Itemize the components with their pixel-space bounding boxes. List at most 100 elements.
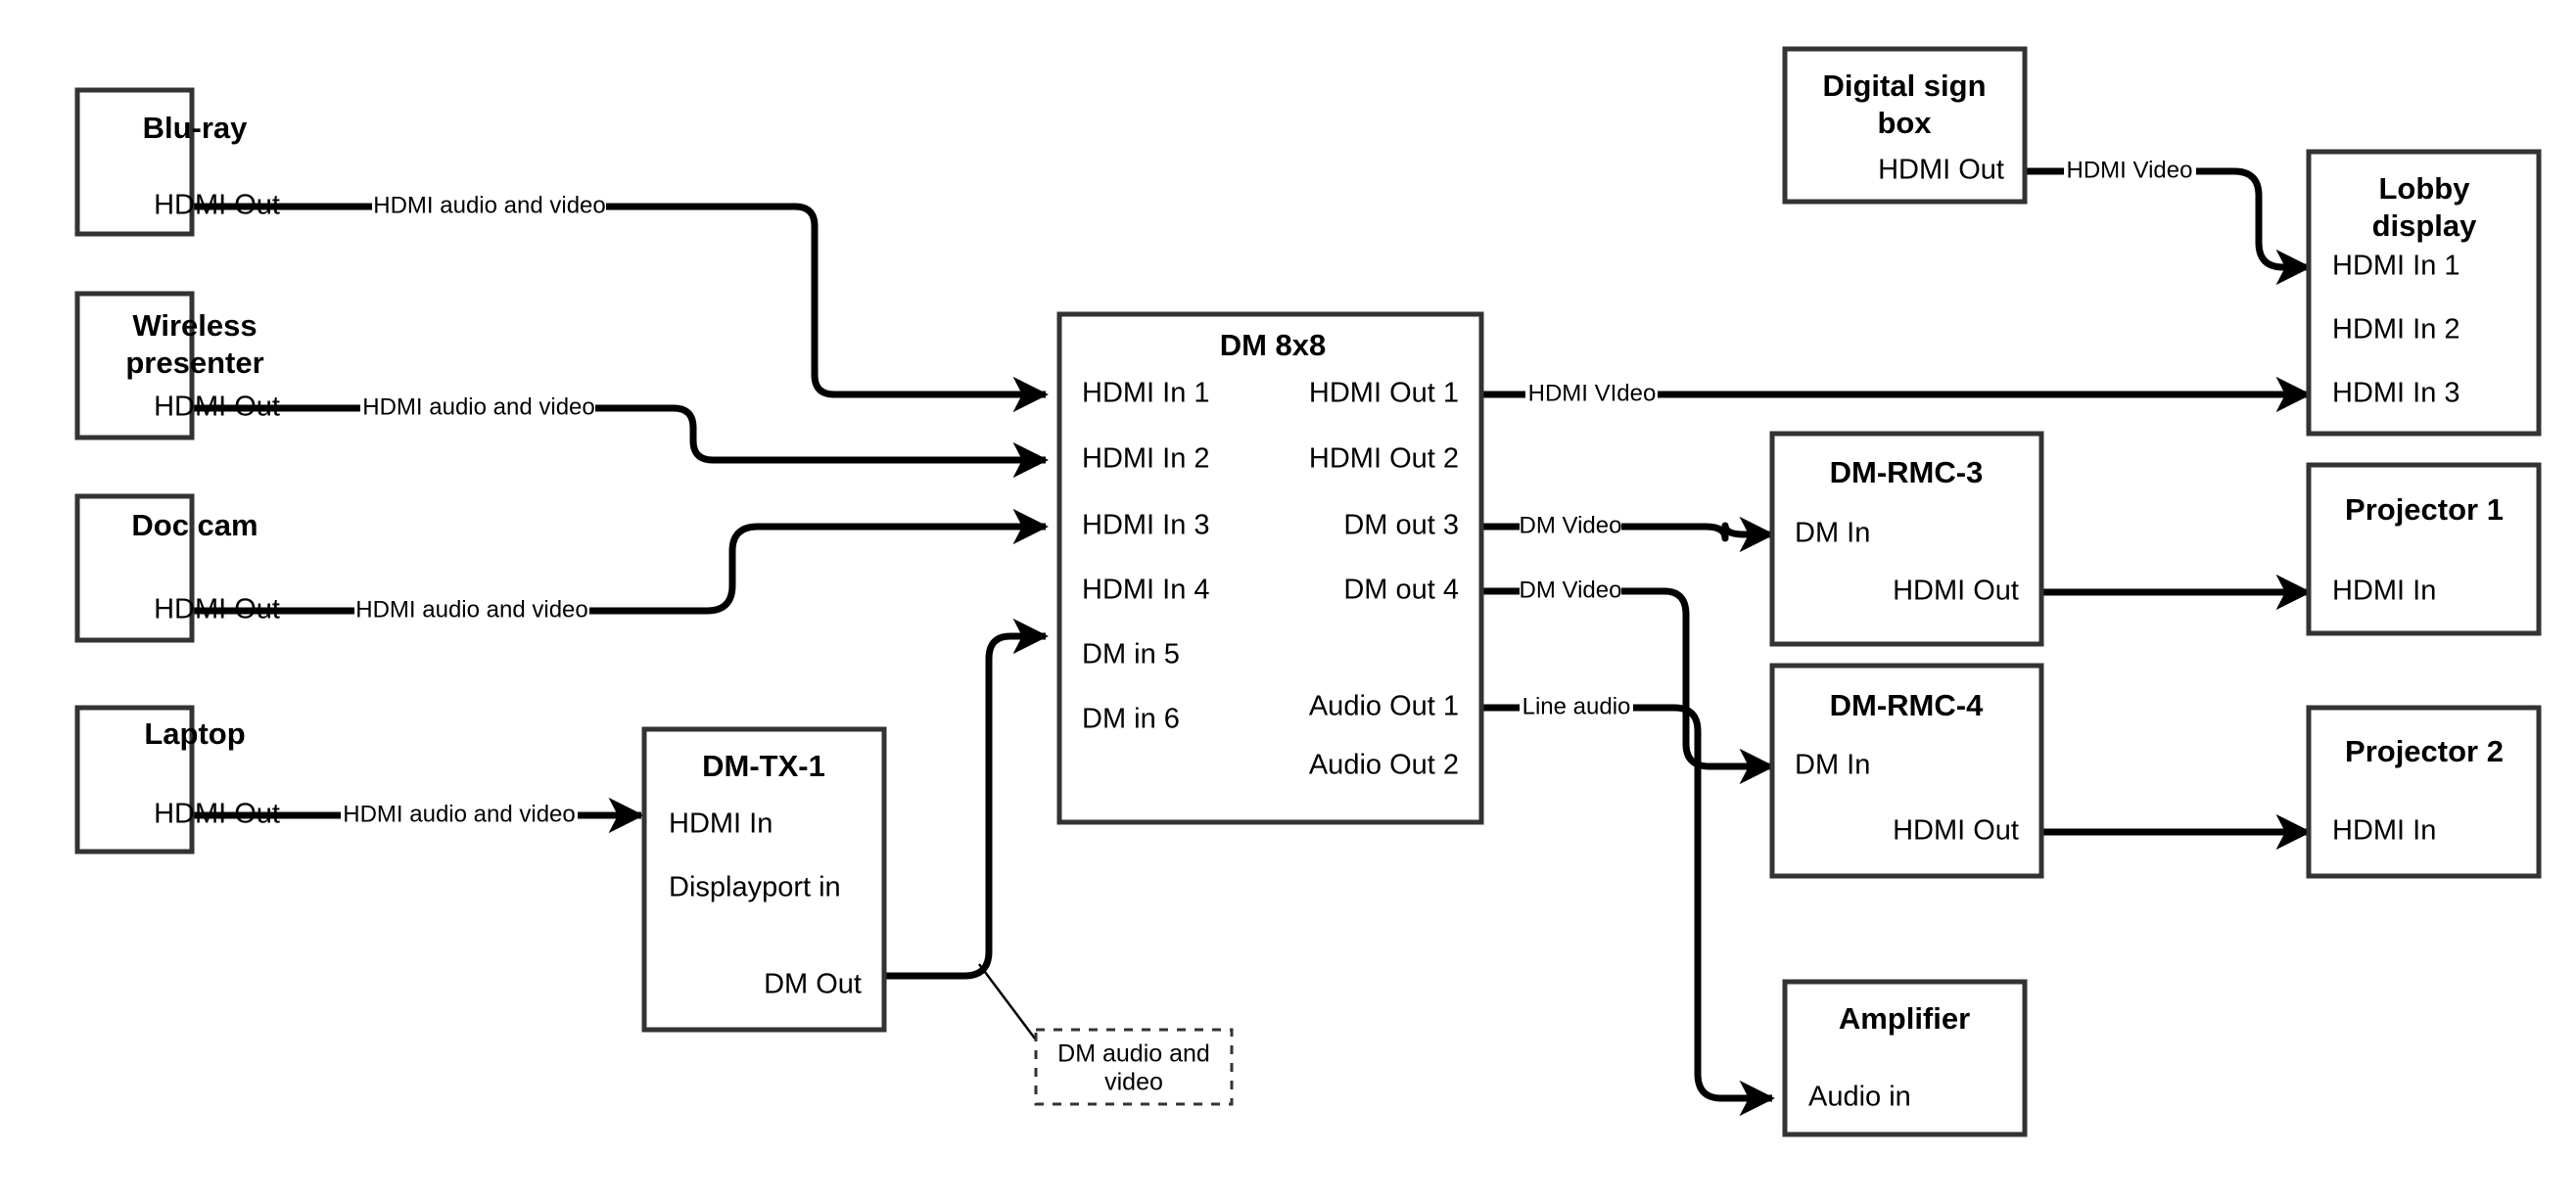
node-digital-sign-box[interactable]: Digital sign box HDMI Out bbox=[1782, 46, 2028, 205]
node-projector-1[interactable]: Projector 1 HDMI In bbox=[2306, 462, 2542, 636]
node-dm8x8-input-6: DM in 6 bbox=[1082, 704, 1180, 735]
node-amplifier-port-audio-in: Audio in bbox=[1808, 1082, 1911, 1113]
node-dmtx1-title: DM-TX-1 bbox=[702, 749, 825, 783]
edge-segment bbox=[1621, 516, 1775, 553]
node-laptop-box[interactable] bbox=[74, 705, 195, 855]
node-digitalsign-port-hdmi-out: HDMI Out bbox=[1878, 155, 2004, 186]
node-dm-rmc-3[interactable]: DM-RMC-3 DM In HDMI Out bbox=[1769, 431, 2044, 647]
node-projector2-title: Projector 2 bbox=[2345, 734, 2504, 768]
node-bluray-port-hdmi-out: HDMI Out bbox=[154, 190, 280, 221]
node-lobby-input-3: HDMI In 3 bbox=[2332, 378, 2460, 409]
node-projector2-port-hdmi-in: HDMI In bbox=[2332, 815, 2436, 847]
node-projector1-box[interactable] bbox=[2306, 462, 2542, 636]
node-dm8x8-input-1: HDMI In 1 bbox=[1082, 378, 1210, 409]
edge-label-hdmi-video-sign: HDMI Video bbox=[2067, 157, 2193, 183]
edge-label-doccam: HDMI audio and video bbox=[355, 596, 587, 623]
node-doc-cam[interactable]: Doc cam HDMI Out bbox=[74, 493, 280, 643]
edge-label-laptop: HDMI audio and video bbox=[343, 801, 575, 827]
node-dm-rmc-4[interactable]: DM-RMC-4 DM In HDMI Out bbox=[1769, 663, 2044, 879]
callout-dm-audio-and-video: DM audio and video bbox=[1034, 1028, 1234, 1106]
node-dm8x8-output-5: Audio Out 1 bbox=[1309, 691, 1459, 722]
callout-label-line2: video bbox=[1104, 1069, 1163, 1096]
node-lobby-title-line1: Lobby bbox=[2379, 171, 2471, 206]
node-dm-tx-1[interactable]: DM-TX-1 HDMI In Displayport in DM Out bbox=[641, 726, 887, 1033]
node-bluray-box[interactable] bbox=[74, 87, 195, 237]
node-projector1-title: Projector 1 bbox=[2345, 492, 2504, 527]
edge-label-bluray: HDMI audio and video bbox=[373, 192, 605, 218]
node-dmrmc3-port-hdmi-out: HDMI Out bbox=[1893, 576, 2019, 607]
node-lobby-input-1: HDMI In 1 bbox=[2332, 251, 2460, 282]
node-wireless-box[interactable] bbox=[74, 291, 195, 440]
node-dm-8x8[interactable]: DM 8x8 HDMI In 1 HDMI In 2 HDMI In 3 HDM… bbox=[1056, 311, 1484, 825]
edge-segment bbox=[606, 203, 1049, 413]
node-dm8x8-input-3: HDMI In 3 bbox=[1082, 510, 1210, 541]
node-bluray-title: Blu-ray bbox=[143, 111, 249, 145]
node-lobby-box[interactable] bbox=[2306, 149, 2542, 437]
node-dm8x8-output-1: HDMI Out 1 bbox=[1309, 378, 1459, 409]
node-dmtx1-box[interactable] bbox=[641, 726, 887, 1033]
node-amplifier-title: Amplifier bbox=[1839, 1001, 1970, 1036]
node-dm8x8-output-3: DM out 3 bbox=[1343, 510, 1459, 541]
node-dm8x8-output-2: HDMI Out 2 bbox=[1309, 443, 1459, 475]
node-digitalsign-title-line1: Digital sign bbox=[1822, 69, 1986, 103]
node-dmrmc4-port-dm-in: DM In bbox=[1795, 750, 1870, 781]
node-dmrmc4-port-hdmi-out: HDMI Out bbox=[1893, 815, 2019, 847]
edge-segment bbox=[2196, 167, 2312, 286]
edge-label-wireless: HDMI audio and video bbox=[362, 393, 594, 420]
node-wireless-title-line1: Wireless bbox=[132, 308, 257, 343]
edge-segment bbox=[884, 618, 1049, 980]
edge-laptop-to-dmtx1: HDMI audio and video bbox=[192, 797, 644, 834]
edge-dm8x8-audio1-to-amp: Line audio bbox=[1481, 693, 1775, 1117]
node-doccam-port-hdmi-out: HDMI Out bbox=[154, 594, 280, 625]
node-dmrmc3-title: DM-RMC-3 bbox=[1830, 455, 1984, 489]
node-wireless-title-line2: presenter bbox=[125, 346, 263, 380]
node-doccam-box[interactable] bbox=[74, 493, 195, 643]
node-projector1-port-hdmi-in: HDMI In bbox=[2332, 576, 2436, 607]
edge-wireless-to-dm8x8: HDMI audio and video bbox=[192, 393, 1049, 479]
node-dm8x8-title: DM 8x8 bbox=[1220, 328, 1327, 362]
edge-bluray-to-dm8x8: HDMI audio and video bbox=[192, 192, 1049, 413]
node-dm8x8-input-2: HDMI In 2 bbox=[1082, 443, 1210, 475]
node-dm8x8-box[interactable] bbox=[1056, 311, 1484, 825]
node-projector-2[interactable]: Projector 2 HDMI In bbox=[2306, 705, 2542, 879]
edge-label-hdmi-video-lobby: HDMI VIdeo bbox=[1528, 380, 1657, 406]
node-wireless-presenter[interactable]: Wireless presenter HDMI Out bbox=[74, 291, 280, 440]
edge-dm8x8-out4-to-rmc4: DM Video bbox=[1481, 577, 1775, 785]
callout-leader-line bbox=[978, 963, 1039, 1043]
node-projector2-box[interactable] bbox=[2306, 705, 2542, 879]
node-dmtx1-port-displayport-in: Displayport in bbox=[669, 872, 841, 903]
node-lobby-display[interactable]: Lobby display HDMI In 1 HDMI In 2 HDMI I… bbox=[2306, 149, 2542, 437]
edge-segment bbox=[589, 508, 1049, 615]
node-amplifier[interactable]: Amplifier Audio in bbox=[1782, 979, 2028, 1137]
node-dmrmc3-port-dm-in: DM In bbox=[1795, 518, 1870, 549]
node-dmtx1-port-hdmi-in: HDMI In bbox=[669, 808, 773, 840]
callout-box bbox=[1034, 1028, 1234, 1106]
edge-label-dm-video-3: DM Video bbox=[1520, 512, 1622, 538]
edge-sign-to-lobby: HDMI Video bbox=[2025, 157, 2312, 286]
edge-dm8x8-out3-to-rmc3: DM Video bbox=[1481, 512, 1775, 553]
node-dm8x8-output-4: DM out 4 bbox=[1343, 575, 1459, 606]
node-dmtx1-port-dm-out: DM Out bbox=[764, 969, 862, 1000]
node-lobby-title-line2: display bbox=[2372, 208, 2478, 243]
node-digitalsign-box[interactable] bbox=[1782, 46, 2028, 205]
node-doccam-title: Doc cam bbox=[131, 508, 258, 542]
edge-dm8x8-hdmiout1-to-lobby: HDMI VIdeo bbox=[1481, 376, 2312, 413]
node-dm8x8-input-4: HDMI In 4 bbox=[1082, 575, 1210, 606]
node-laptop[interactable]: Laptop HDMI Out bbox=[74, 705, 280, 855]
node-dm8x8-input-5: DM in 5 bbox=[1082, 639, 1180, 670]
node-bluray[interactable]: Blu-ray HDMI Out bbox=[74, 87, 280, 237]
edge-label-dm-video-4: DM Video bbox=[1520, 577, 1622, 603]
edge-segment bbox=[595, 404, 1049, 479]
node-dmrmc3-box[interactable] bbox=[1769, 431, 2044, 647]
node-amplifier-box[interactable] bbox=[1782, 979, 2028, 1137]
node-laptop-port-hdmi-out: HDMI Out bbox=[154, 799, 280, 830]
node-lobby-input-2: HDMI In 2 bbox=[2332, 314, 2460, 346]
node-laptop-title: Laptop bbox=[144, 716, 245, 751]
callout-label-line1: DM audio and bbox=[1057, 1040, 1210, 1068]
edge-doccam-to-dm8x8: HDMI audio and video bbox=[192, 508, 1049, 623]
node-dmrmc4-box[interactable] bbox=[1769, 663, 2044, 879]
node-dmrmc4-title: DM-RMC-4 bbox=[1830, 688, 1984, 722]
node-digitalsign-title-line2: box bbox=[1877, 106, 1932, 140]
